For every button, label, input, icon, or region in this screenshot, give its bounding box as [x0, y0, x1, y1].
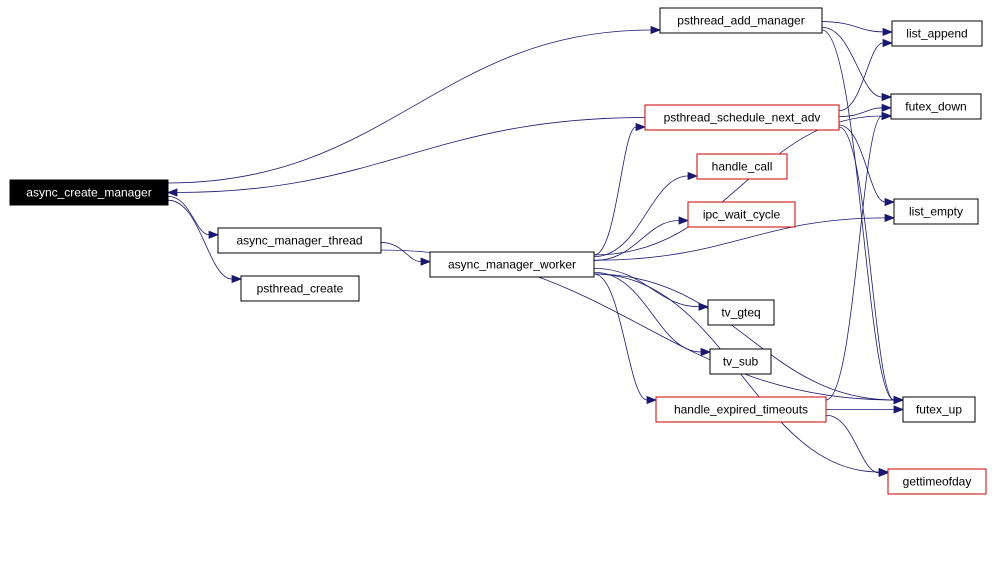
edge-psthread_schedule_next_adv-to-futex_up [838, 126, 905, 405]
node-psthread-create[interactable]: psthread_create [240, 275, 360, 302]
edge-line [593, 175, 689, 258]
edge-line [821, 26, 883, 98]
arrowhead-icon [687, 171, 699, 181]
arrowhead-icon [893, 395, 905, 405]
edge-psthread_add_manager-to-list_append [821, 21, 894, 37]
arrowhead-icon [635, 122, 647, 132]
edge-line [838, 124, 886, 203]
edge-layer [166, 21, 905, 477]
edge-handle_expired_timeouts-to-gettimeofday [825, 414, 890, 477]
edge-async_manager_worker-to-psthread_schedule_next_adv [593, 122, 647, 256]
edge-async_create_manager-to-async_manager_thread [167, 195, 220, 239]
edge-line [167, 195, 210, 236]
edge-handle_expired_timeouts-to-futex_down [825, 111, 893, 401]
arrowhead-icon [882, 38, 894, 48]
edge-async_manager_worker-to-ipc_wait_cycle [593, 216, 690, 261]
edge-line [593, 220, 680, 261]
arrowhead-icon [420, 257, 432, 266]
node-async-create-manager[interactable]: async_create_manager [9, 179, 169, 206]
edge-line [167, 29, 652, 184]
arrowhead-icon [678, 216, 690, 225]
edge-psthread_schedule_next_adv-to-futex_down [838, 103, 893, 118]
edge-line [838, 126, 895, 401]
arrowhead-icon [208, 230, 220, 239]
node-async-manager-worker[interactable]: async_manager_worker [429, 251, 595, 278]
edge-line [821, 21, 884, 33]
edge-line [380, 242, 422, 263]
edge-line [821, 29, 895, 401]
node-tv-sub[interactable]: tv_sub [709, 348, 772, 375]
edge-line [176, 117, 646, 193]
node-label: handle_expired_timeouts [674, 403, 808, 417]
node-async-manager-thread[interactable]: async_manager_thread [217, 227, 382, 254]
edge-line [593, 115, 883, 256]
arrowhead-icon [882, 27, 894, 37]
arrowhead-icon [881, 111, 893, 121]
node-gettimeofday[interactable]: gettimeofday [887, 468, 987, 495]
node-tv-gteq[interactable]: tv_gteq [707, 299, 775, 326]
node-handle-call[interactable]: handle_call [696, 153, 788, 180]
node-label: async_manager_worker [448, 258, 576, 272]
edge-async_manager_worker-to-handle_call [593, 171, 699, 258]
node-label: psthread_schedule_next_adv [664, 111, 821, 125]
node-layer: async_create_manager async_manager_threa… [9, 7, 987, 495]
node-label: psthread_add_manager [677, 14, 804, 28]
arrowhead-icon [650, 25, 662, 35]
node-label: gettimeofday [903, 475, 972, 489]
node-psthread-schedule-next-adv[interactable]: psthread_schedule_next_adv [644, 104, 840, 131]
arrowhead-icon [881, 103, 893, 112]
node-label: psthread_create [257, 282, 344, 296]
node-label: tv_sub [723, 355, 759, 369]
edge-psthread_schedule_next_adv-to-list_empty [838, 124, 896, 207]
edge-psthread_schedule_next_adv-to-async_create_manager [166, 117, 646, 197]
node-label: async_create_manager [26, 186, 151, 200]
node-label: list_append [906, 27, 967, 41]
edge-line [167, 199, 233, 280]
edge-psthread_schedule_next_adv-to-list_append [838, 38, 894, 112]
edge-line [593, 267, 700, 308]
node-futex-up[interactable]: futex_up [902, 396, 976, 423]
edge-line [593, 273, 648, 401]
arrowhead-icon [881, 92, 893, 102]
edge-line [838, 107, 883, 118]
arrowhead-icon [884, 197, 896, 207]
node-label: tv_gteq [721, 306, 760, 320]
arrowhead-icon [231, 274, 243, 284]
node-label: async_manager_thread [236, 234, 362, 248]
arrowhead-icon [166, 188, 178, 197]
edge-async_manager_worker-to-tv_sub [593, 271, 712, 357]
node-list-append[interactable]: list_append [891, 20, 983, 47]
edge-async_create_manager-to-psthread_create [167, 199, 243, 284]
node-ipc-wait-cycle[interactable]: ipc_wait_cycle [687, 201, 796, 228]
node-futex-down[interactable]: futex_down [890, 93, 982, 120]
edge-line [593, 126, 637, 256]
node-label: list_empty [909, 205, 963, 219]
arrowhead-icon [700, 347, 712, 357]
node-label: futex_down [905, 100, 966, 114]
node-psthread-add-manager[interactable]: psthread_add_manager [659, 7, 823, 34]
edge-async_manager_thread-to-async_manager_worker [380, 242, 432, 266]
edge-line [825, 115, 883, 401]
edge-line [838, 42, 884, 112]
node-list-empty[interactable]: list_empty [893, 198, 979, 225]
arrowhead-icon [646, 395, 658, 405]
edge-handle_expired_timeouts-to-futex_up [825, 405, 905, 414]
arrowhead-icon [893, 405, 905, 414]
edge-line [593, 273, 895, 401]
edge-async_create_manager-to-psthread_add_manager [167, 25, 662, 184]
node-label: ipc_wait_cycle [703, 208, 781, 222]
edge-line [825, 414, 880, 474]
arrowhead-icon [884, 213, 896, 222]
node-handle-expired-timeouts[interactable]: handle_expired_timeouts [655, 396, 827, 423]
edge-async_manager_worker-to-list_empty [593, 213, 896, 261]
edge-async_manager_worker-to-handle_expired_timeouts [593, 273, 658, 405]
node-label: handle_call [712, 160, 773, 174]
node-label: futex_up [916, 403, 962, 417]
edge-psthread_add_manager-to-futex_down [821, 26, 893, 102]
edge-line [593, 271, 702, 353]
edge-line [593, 217, 886, 261]
arrowhead-icon [878, 468, 890, 477]
